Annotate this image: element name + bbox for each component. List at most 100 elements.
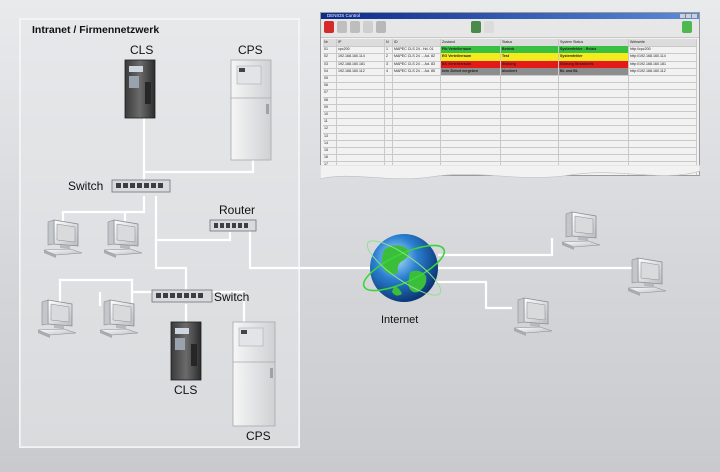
table-row[interactable]: 16	[323, 154, 697, 163]
table-row[interactable]: 12	[323, 125, 697, 134]
table-cell	[337, 103, 385, 111]
table-cell: MAPEC CLS 24 ... Ad. 83	[393, 60, 441, 68]
table-cell	[559, 103, 629, 111]
table-cell	[441, 75, 501, 83]
table-cell	[629, 147, 697, 155]
table-row[interactable]: 13	[323, 132, 697, 141]
table-cell	[629, 111, 697, 119]
table-cell	[337, 147, 385, 155]
table-cell	[559, 89, 629, 97]
table-cell: BS Verteilerraum	[441, 60, 501, 68]
router-label: Router	[219, 203, 256, 217]
intranet-title: Intranet / Firmennetzwerk	[32, 24, 160, 36]
table-cell	[385, 75, 393, 83]
table-row[interactable]: 09	[323, 103, 697, 112]
globe-small-icon[interactable]	[471, 21, 481, 33]
table-cell	[559, 118, 629, 126]
maximize-icon[interactable]	[686, 14, 691, 18]
network-icon[interactable]	[337, 21, 347, 33]
table-cell	[337, 139, 385, 147]
table-cell: IP	[337, 39, 385, 47]
table-cell: Status	[501, 39, 559, 47]
switch-label-top: Switch	[68, 179, 104, 193]
table-cell: Störung	[501, 60, 559, 68]
table-cell	[629, 132, 697, 140]
table-row[interactable]: 08	[323, 96, 697, 105]
table-cell	[393, 118, 441, 126]
table-cell	[393, 75, 441, 83]
table-row[interactable]: 05	[323, 75, 697, 84]
table-cell	[629, 154, 697, 162]
switch-bottom	[151, 289, 213, 303]
table-cell: MAPEC CLS 24 ... Ad. 82	[393, 53, 441, 61]
table-cell	[385, 82, 393, 90]
table-cell: 09	[323, 103, 337, 111]
table-row[interactable]: 15	[323, 147, 697, 156]
table-cell	[337, 132, 385, 140]
table-cell	[501, 89, 559, 97]
table-row[interactable]: 14	[323, 139, 697, 148]
internet-label: Internet	[381, 314, 419, 326]
cps-label-top: CPS	[238, 43, 263, 57]
cls-label-top: CLS	[130, 43, 154, 57]
cable-internet-pc-bottom	[432, 280, 512, 310]
window-toolbar	[321, 19, 699, 38]
cls-label-bottom: CLS	[174, 383, 198, 397]
table-cell: 08	[323, 96, 337, 104]
table-row[interactable]: 07	[323, 89, 697, 98]
table-cell: 13	[323, 132, 337, 140]
router	[209, 219, 257, 232]
table-cell	[385, 118, 393, 126]
table-row[interactable]: 10	[323, 111, 697, 120]
table-cell: http://192.168.160.112	[629, 67, 697, 75]
globe-icon	[362, 234, 446, 302]
table-cell	[393, 103, 441, 111]
flag-icon[interactable]	[363, 21, 373, 33]
table-row[interactable]: 06	[323, 82, 697, 91]
table-cell	[501, 103, 559, 111]
table-row[interactable]: 11	[323, 118, 697, 127]
table-cell	[385, 125, 393, 133]
table-cell	[501, 111, 559, 119]
cable-router-internet	[248, 226, 372, 270]
table-cell: 192.168.160.181	[337, 60, 385, 68]
table-cell	[441, 103, 501, 111]
table-cell: Nr	[323, 39, 337, 47]
table-cell: 14	[323, 139, 337, 147]
cps-cabinet-top	[230, 59, 272, 161]
table-cell	[385, 89, 393, 97]
table-cell: 10	[323, 111, 337, 119]
cable-switch-pc1	[61, 196, 146, 228]
pc-icon-2	[103, 219, 143, 259]
pc-icon-remote-1	[561, 211, 601, 251]
close-icon[interactable]	[692, 14, 697, 18]
table-cell	[559, 132, 629, 140]
tools-icon[interactable]	[376, 21, 386, 33]
table-cell: MAPEC CLS 24 - Hd. 01	[393, 46, 441, 54]
minimize-icon[interactable]	[680, 14, 685, 18]
sort-icon[interactable]	[484, 21, 494, 33]
table-cell	[393, 154, 441, 162]
table-cell	[501, 154, 559, 162]
table-cell	[559, 147, 629, 155]
table-cell	[337, 111, 385, 119]
pc-icon-4	[99, 299, 139, 339]
table-cell: BL und BL	[559, 67, 629, 75]
table-cell	[393, 132, 441, 140]
cable-internet-pc-top	[438, 238, 554, 257]
table-cell	[441, 89, 501, 97]
table-cell: 2	[385, 53, 393, 61]
table-cell	[629, 125, 697, 133]
table-cell: Test	[501, 53, 559, 61]
stop-icon[interactable]	[324, 21, 334, 33]
table-cell	[629, 118, 697, 126]
settings-icon[interactable]	[350, 21, 360, 33]
pc-icon-3	[37, 299, 77, 339]
table-cell: 12	[323, 125, 337, 133]
table-cell	[337, 75, 385, 83]
table-cell: 1	[385, 46, 393, 54]
table-cell: Störung Stromkreis	[559, 60, 629, 68]
table-cell	[385, 139, 393, 147]
